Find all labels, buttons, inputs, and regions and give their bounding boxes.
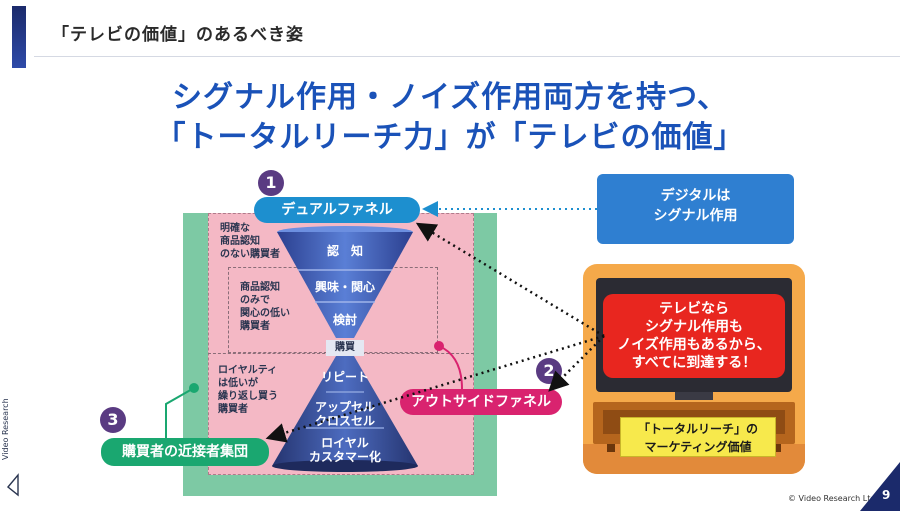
page-number: 9 bbox=[882, 488, 891, 502]
zone-label-low-loyalty: ロイヤルティ は低いが 繰り返し買う 購買者 bbox=[218, 365, 278, 415]
zone-label-awareness-only: 商品認知 のみで 関心の低い 購買者 bbox=[240, 282, 290, 332]
tv-cabinet-leg bbox=[607, 444, 615, 452]
total-reach-caption: 「トータルリーチ」の マーケティング価値 bbox=[620, 417, 776, 457]
video-research-logo bbox=[7, 473, 19, 497]
header-title: 「テレビの価値」のあるべき姿 bbox=[52, 25, 304, 45]
near-buyers-label: 購買者の近接者集団 bbox=[101, 438, 269, 466]
header-rule bbox=[34, 56, 900, 57]
tv-cabinet-leg bbox=[773, 444, 781, 452]
funnel-stage-upsell: アップセル クロスセル bbox=[314, 400, 375, 428]
main-title-line-1: シグナル作用・ノイズ作用両方を持つ、 bbox=[172, 80, 728, 115]
badge-3: 3 bbox=[100, 407, 126, 433]
funnel-upper-cone bbox=[277, 232, 413, 338]
badge-2: 2 bbox=[536, 358, 562, 384]
funnel-bottom-rim bbox=[272, 460, 418, 472]
brand-text: Video Research bbox=[1, 398, 10, 460]
badge-1: 1 bbox=[258, 170, 284, 196]
page-corner-mark bbox=[860, 462, 900, 511]
copyright: © Video Research Ltd. bbox=[788, 494, 878, 503]
funnel-stage-consideration: 検討 bbox=[332, 313, 357, 327]
digital-signal-box: デジタルは シグナル作用 bbox=[597, 174, 794, 244]
funnel-stage-awareness: 認 知 bbox=[326, 244, 363, 258]
funnel-stage-loyal: ロイヤル カスタマー化 bbox=[308, 436, 381, 464]
outside-funnel-label: アウトサイドファネル bbox=[400, 389, 562, 415]
funnel-stage-repeat: リピート bbox=[320, 370, 369, 384]
tv-reach-message: テレビなら シグナル作用も ノイズ作用もあるから、 すべてに到達する！ bbox=[603, 294, 785, 378]
main-title-line-2: 「トータルリーチ力」が「テレビの価値」 bbox=[155, 120, 745, 155]
dual-funnel-label: デュアルファネル bbox=[254, 197, 420, 223]
tv-stand bbox=[675, 392, 713, 400]
funnel-stage-purchase: 購買 bbox=[326, 340, 364, 356]
header-accent-bar bbox=[12, 6, 26, 68]
zone-label-no-awareness: 明確な 商品認知 のない購買者 bbox=[220, 223, 280, 260]
funnel-stage-interest: 興味・関心 bbox=[314, 280, 375, 294]
